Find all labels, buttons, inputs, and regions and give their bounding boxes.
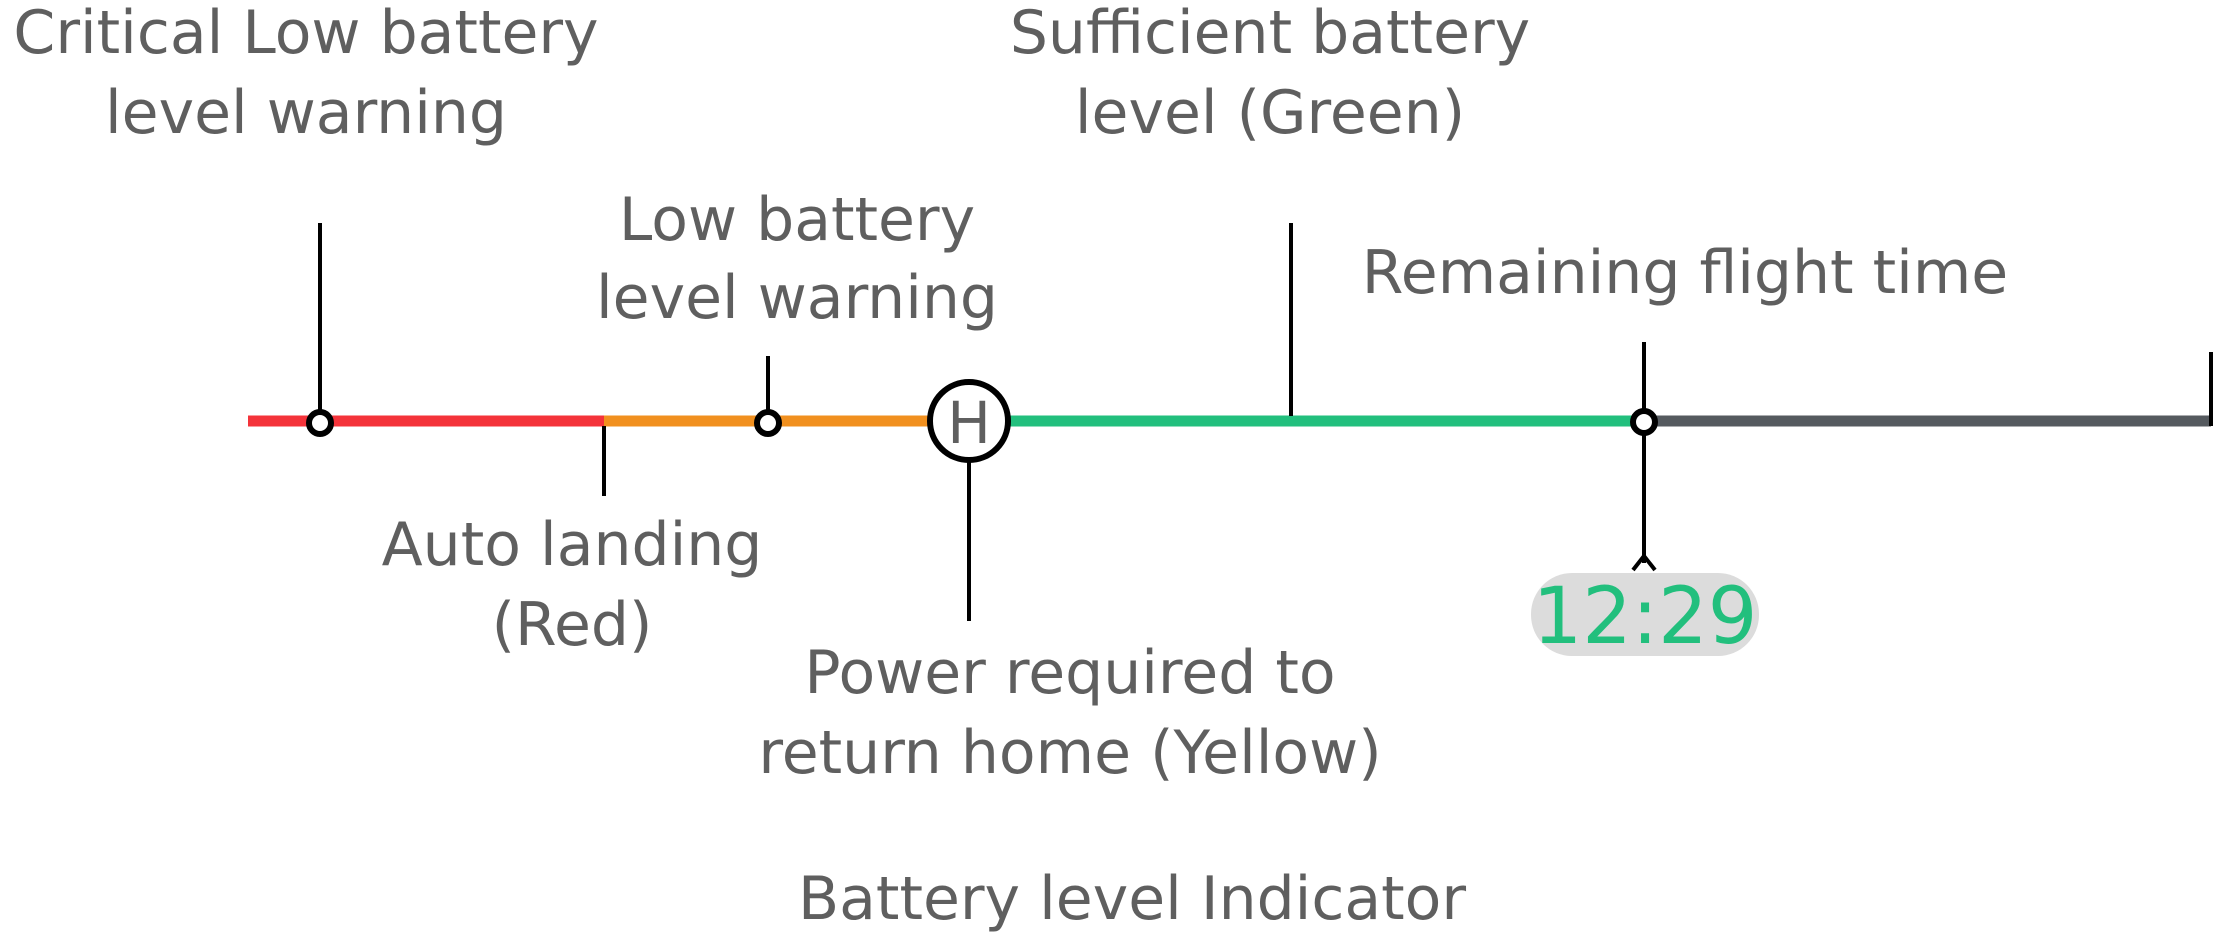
critical-low-label-line2: level warning <box>105 78 507 148</box>
low-battery-label-line1: Low battery <box>619 185 975 255</box>
auto-landing-label-line2: (Red) <box>492 590 653 660</box>
auto-landing-label-line1: Auto landing <box>382 510 763 580</box>
time-leader-arrow <box>1631 552 1657 572</box>
home-marker-icon: H <box>947 389 991 457</box>
sufficient-label-line1: Sufficient battery <box>1010 0 1530 68</box>
remaining-time-marker <box>1630 408 1658 436</box>
home-marker-circle <box>927 379 1011 463</box>
low-battery-label-line2: level warning <box>596 263 998 333</box>
remaining-time-value: 12:29 <box>1533 572 1758 662</box>
remaining-flight-time-label: Remaining flight time <box>1362 238 2008 308</box>
diagram-caption: Battery level Indicator <box>798 864 1466 934</box>
return-home-label-line2: return home (Yellow) <box>758 718 1381 788</box>
critical-low-marker <box>306 409 334 437</box>
time-badge <box>1531 573 1759 656</box>
sufficient-label-line2: level (Green) <box>1075 78 1465 148</box>
critical-low-label-line1: Critical Low battery <box>13 0 598 68</box>
return-home-label-line1: Power required to <box>804 638 1335 708</box>
low-battery-marker <box>754 409 782 437</box>
